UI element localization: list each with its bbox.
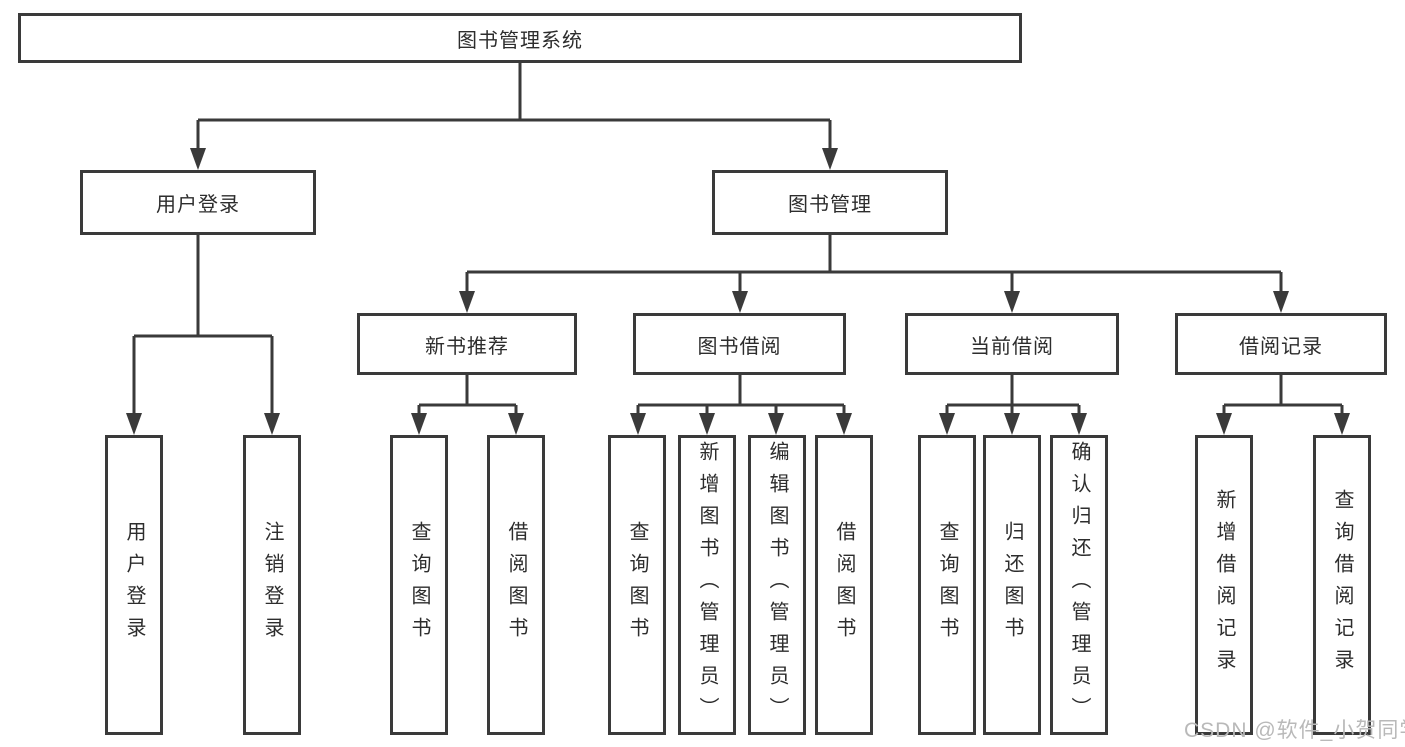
- node-user-login: 用户登录: [80, 170, 316, 235]
- arrowheads: [126, 148, 1350, 435]
- leaf-return-books: 归还图书: [983, 435, 1041, 735]
- leaf-current-query-books-label: 查询图书: [936, 521, 958, 649]
- leaf-recommend-query-books: 查询图书: [390, 435, 448, 735]
- leaf-current-query-books: 查询图书: [918, 435, 976, 735]
- node-current-borrow: 当前借阅: [905, 313, 1119, 375]
- node-book-borrow: 图书借阅: [633, 313, 846, 375]
- leaf-confirm-return-admin: 确认归还（管理员）: [1050, 435, 1108, 735]
- leaf-logout-label: 注销登录: [261, 521, 283, 649]
- node-new-book-recommend: 新书推荐: [357, 313, 577, 375]
- node-root-label: 图书管理系统: [457, 29, 583, 52]
- node-book-management: 图书管理: [712, 170, 948, 235]
- node-current-borrow-label: 当前借阅: [970, 335, 1054, 358]
- leaf-borrow-query-books: 查询图书: [608, 435, 666, 735]
- leaf-recommend-borrow-books-label: 借阅图书: [505, 521, 527, 649]
- leaf-add-books-admin-label: 新增图书（管理员）: [696, 441, 718, 729]
- leaf-recommend-query-books-label: 查询图书: [408, 521, 430, 649]
- leaf-user-login: 用户登录: [105, 435, 163, 735]
- leaf-edit-books-admin-label: 编辑图书（管理员）: [766, 441, 788, 729]
- leaf-return-books-label: 归还图书: [1001, 521, 1023, 649]
- leaf-borrow-books: 借阅图书: [815, 435, 873, 735]
- leaf-add-borrow-record: 新增借阅记录: [1195, 435, 1253, 735]
- leaf-recommend-borrow-books: 借阅图书: [487, 435, 545, 735]
- leaf-query-borrow-record: 查询借阅记录: [1313, 435, 1371, 735]
- leaf-query-borrow-record-label: 查询借阅记录: [1331, 489, 1353, 681]
- leaf-add-books-admin: 新增图书（管理员）: [678, 435, 736, 735]
- node-new-book-recommend-label: 新书推荐: [425, 335, 509, 358]
- node-borrow-records-label: 借阅记录: [1239, 335, 1323, 358]
- leaf-logout: 注销登录: [243, 435, 301, 735]
- leaf-confirm-return-admin-label: 确认归还（管理员）: [1068, 441, 1090, 729]
- leaf-borrow-query-books-label: 查询图书: [626, 521, 648, 649]
- node-book-management-label: 图书管理: [788, 194, 872, 216]
- leaf-user-login-label: 用户登录: [123, 521, 145, 649]
- node-borrow-records: 借阅记录: [1175, 313, 1387, 375]
- leaf-borrow-books-label: 借阅图书: [833, 521, 855, 649]
- node-user-login-label: 用户登录: [156, 194, 240, 216]
- leaf-add-borrow-record-label: 新增借阅记录: [1213, 489, 1235, 681]
- leaf-edit-books-admin: 编辑图书（管理员）: [748, 435, 806, 735]
- node-book-borrow-label: 图书借阅: [697, 335, 782, 358]
- node-root-library-management-system: 图书管理系统: [18, 13, 1022, 63]
- csdn-watermark: CSDN @软件_小贺同学: [1184, 719, 1405, 742]
